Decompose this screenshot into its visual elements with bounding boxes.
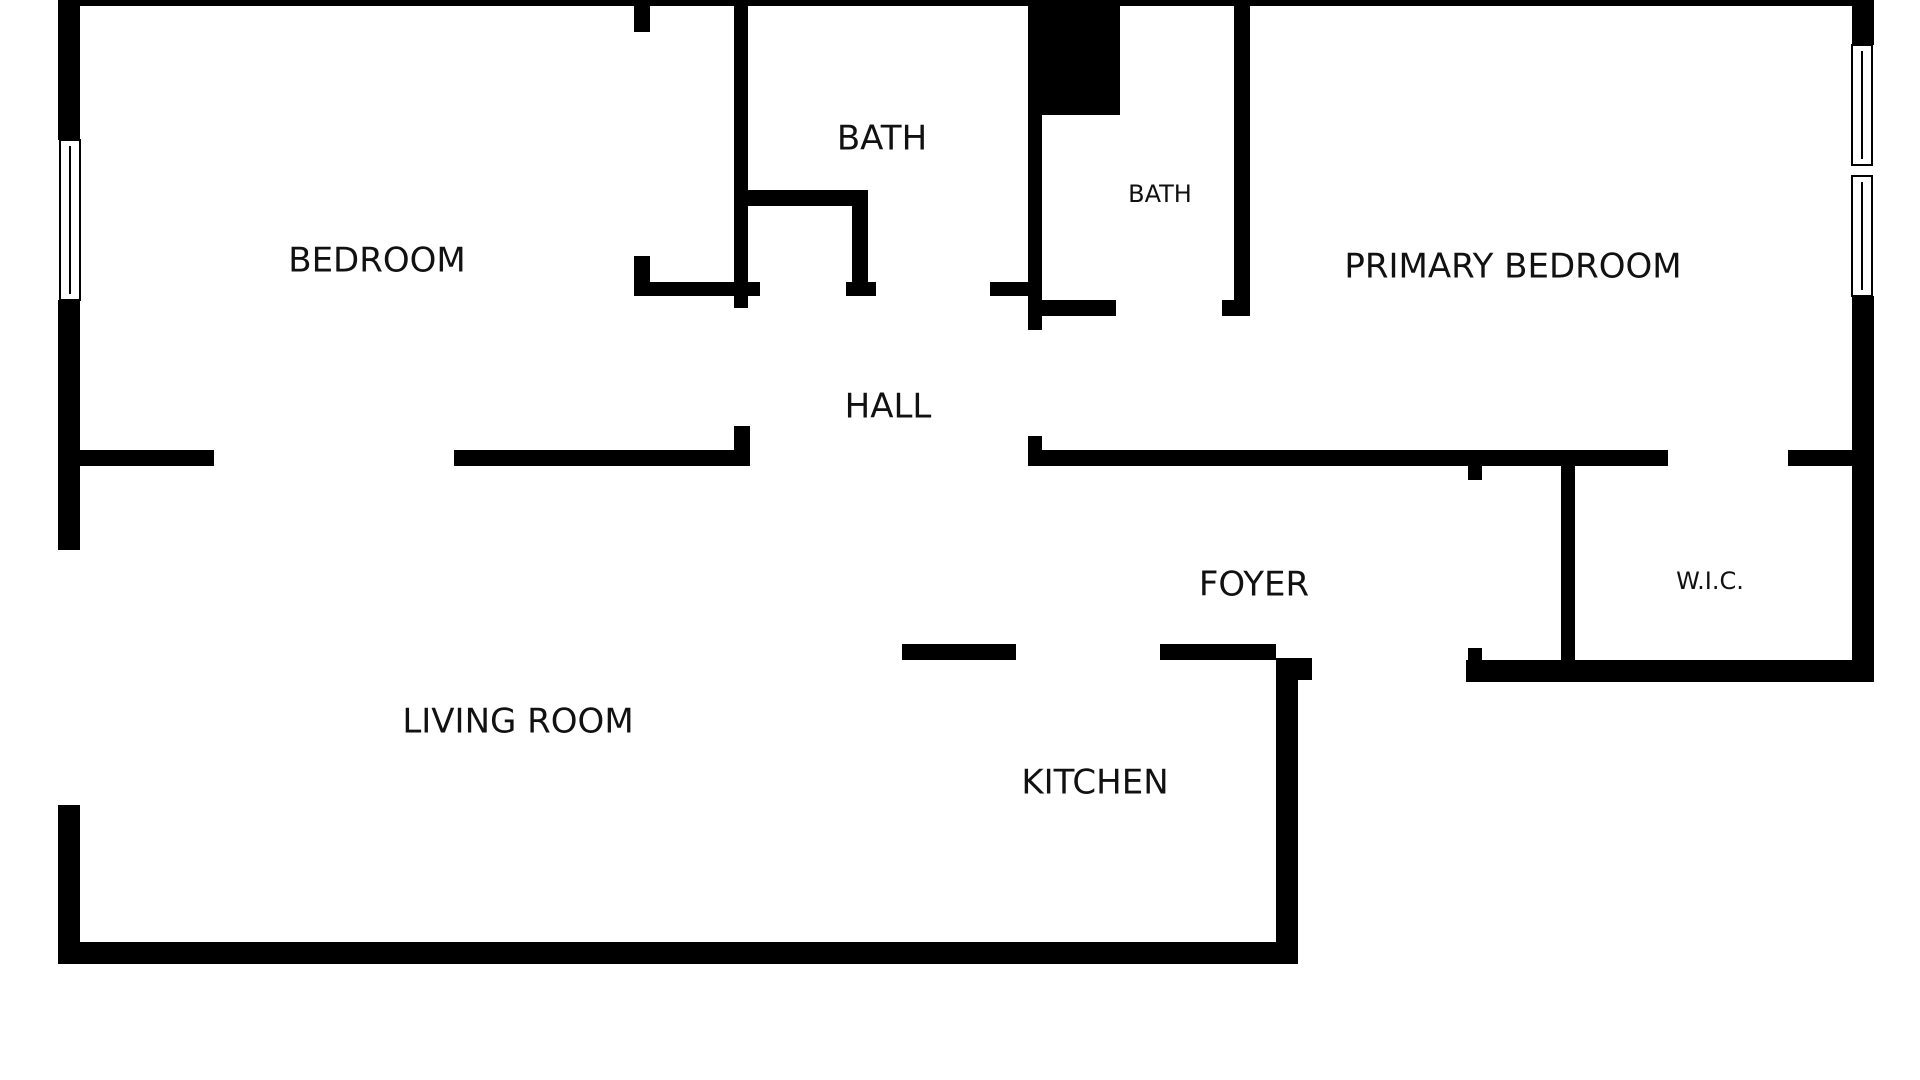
wall-bath1-inner-right [852,190,868,296]
wall-closet-floor [634,282,750,296]
wall-bath2-floor-a [1028,300,1116,316]
wall-bath2-right [1234,0,1250,316]
wall-bottom [58,942,1298,964]
room-label-foyer: FOYER [1199,565,1309,605]
window-bedroom-west [59,139,81,301]
room-label-hall: HALL [845,387,932,427]
wall-bath1-jamb-c [990,282,1034,296]
wall-bedroom-south-b [454,450,750,466]
wall-wic-bottom [1466,660,1874,682]
room-label-primary-bedroom: PRIMARY BEDROOM [1344,247,1681,287]
room-label-living-room: LIVING ROOM [402,702,633,742]
wall-right-upper [1852,0,1874,45]
room-label-wic: W.I.C. [1676,567,1744,595]
wall-left-mid [58,300,80,550]
wall-primary-south-a [1028,450,1668,466]
room-label-kitchen: KITCHEN [1021,763,1168,803]
wall-wic-left [1561,460,1575,660]
wall-kitchen-corner [1276,658,1312,680]
wall-bedroom-south-a [58,450,214,466]
wall-primary-south-b [1788,450,1874,466]
windows [59,44,1873,301]
wall-left-lower [58,805,80,963]
room-labels: BEDROOM BATH BATH PRIMARY BEDROOM HALL F… [288,119,1744,803]
room-label-bath-small: BATH [1128,180,1192,208]
wall-closet-top-jamb [634,0,650,32]
window-primary-east-lower [1851,175,1873,297]
wall-kitchen-right [1276,658,1298,964]
wall-bath1-jamb-a [734,282,760,296]
wall-closet-jamb-bottom [1468,648,1482,668]
room-label-bath: BATH [837,119,927,159]
wall-bath1-jamb-b [846,282,876,296]
wall-hall-east-stub [1028,436,1042,466]
wall-top [58,0,1874,6]
wall-chimney [1028,0,1120,115]
wall-kitchen-north-a [902,644,1016,660]
wall-bath2-left [1028,0,1042,330]
room-label-bedroom: BEDROOM [288,241,465,281]
wall-bath1-left [734,0,748,308]
wall-bedroom-east-stub [734,426,750,466]
wall-right-lower [1852,296,1874,682]
walls [58,0,1874,964]
window-primary-east-upper [1851,44,1873,166]
wall-left-upper [58,0,80,140]
wall-bath1-inner-top [734,190,868,206]
wall-kitchen-north-b [1160,644,1276,660]
